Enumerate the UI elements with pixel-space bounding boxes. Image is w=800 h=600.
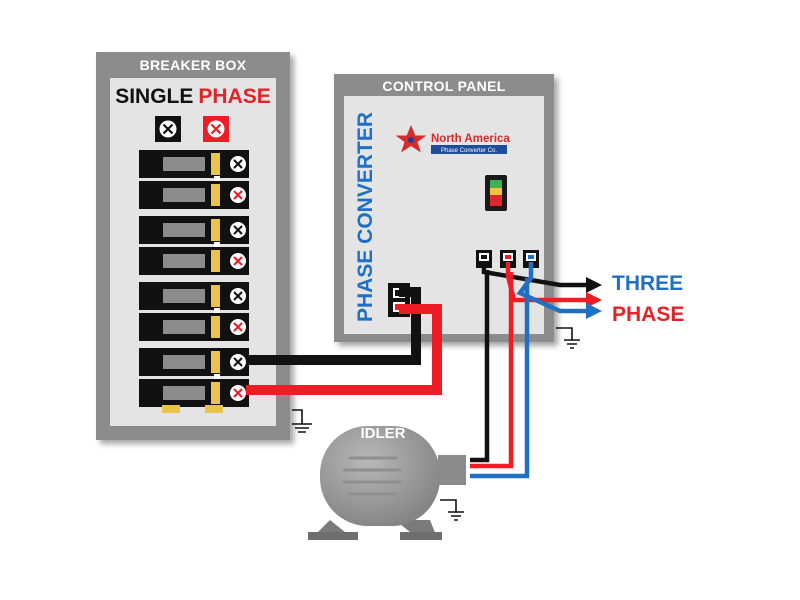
cooling-fins: [342, 456, 402, 496]
control-panel: CONTROL PANEL PHASE CONVERTER North Amer…: [334, 74, 554, 342]
idler-motor: IDLER: [308, 425, 466, 540]
ground-icon: [292, 409, 312, 433]
arrowhead-icon: [586, 303, 602, 319]
tie-bar: [214, 242, 220, 248]
output-arrows: [586, 277, 602, 319]
arrowhead-icon: [586, 277, 602, 293]
output-wire-blue: [516, 262, 592, 314]
breaker-handle: [211, 382, 220, 404]
tie-bar: [214, 308, 220, 314]
idler-label: IDLER: [361, 425, 406, 442]
phase-converter-label: PHASE CONVERTER: [354, 112, 377, 322]
breaker: [139, 216, 249, 248]
tie-bar: [214, 374, 220, 380]
breaker: [139, 313, 249, 341]
three-phase-label-line1: THREE: [612, 272, 683, 295]
breaker-label-slot: [163, 386, 205, 400]
arrowhead-icon: [586, 292, 602, 308]
breaker-label-slot: [163, 188, 205, 202]
company-logo: North America Phase Converter Co.: [395, 125, 510, 154]
output-terminal-block: [476, 250, 539, 268]
wiring: [246, 262, 592, 479]
breaker-label-slot: [163, 223, 205, 237]
bus-tab: [205, 405, 223, 413]
single-word: SINGLE: [115, 85, 193, 108]
breaker: [139, 348, 249, 380]
x-circle-terminal-icon: [230, 253, 246, 269]
idler-wire-black: [470, 270, 490, 463]
logo-tagline: Phase Converter Co.: [441, 148, 497, 154]
three-phase-label-line2: PHASE: [612, 303, 684, 326]
ground-icon: [556, 327, 580, 349]
breaker-label-slot: [163, 355, 205, 369]
breaker-stack: [139, 150, 249, 413]
x-circle-terminal-icon: [230, 222, 246, 238]
breaker-handle: [211, 219, 220, 241]
control-panel-title: CONTROL PANEL: [382, 78, 505, 94]
breaker-handle: [211, 250, 220, 272]
feed-wire-red: [246, 304, 442, 395]
breaker: [139, 282, 249, 314]
x-circle-terminal-icon: [230, 156, 246, 172]
bus-tab: [162, 405, 180, 413]
breaker-handle: [211, 351, 220, 373]
main-lug-red: [203, 116, 229, 142]
feed-wire-black: [246, 287, 421, 365]
breaker-box-title: BREAKER BOX: [140, 57, 247, 73]
breaker-handle: [211, 153, 220, 175]
x-circle-terminal-icon: [230, 385, 246, 401]
breaker-label-slot: [163, 320, 205, 334]
breaker-handle: [211, 316, 220, 338]
idler-wire-red: [470, 272, 514, 469]
breaker: [139, 181, 249, 209]
breaker-label-slot: [163, 157, 205, 171]
status-indicator-icon: [485, 175, 507, 211]
breaker-handle: [211, 184, 220, 206]
breaker: [139, 247, 249, 275]
x-circle-terminal-icon: [230, 187, 246, 203]
junction-box: [438, 455, 466, 485]
breaker-handle: [211, 285, 220, 307]
breaker-label-slot: [163, 289, 205, 303]
tie-bar: [214, 176, 220, 182]
x-circle-terminal-icon: [230, 288, 246, 304]
breaker-label-slot: [163, 254, 205, 268]
motor-body: [320, 426, 440, 526]
phase-word: PHASE: [198, 85, 270, 108]
logo-name: North America: [431, 133, 510, 145]
idler-wire-blue: [470, 278, 530, 479]
output-wire-black: [481, 262, 592, 288]
ground-icon: [440, 499, 464, 521]
x-circle-terminal-icon: [230, 354, 246, 370]
x-circle-terminal-icon: [230, 319, 246, 335]
main-lug-black: [155, 116, 181, 142]
breaker: [139, 379, 249, 407]
breaker: [139, 150, 249, 182]
